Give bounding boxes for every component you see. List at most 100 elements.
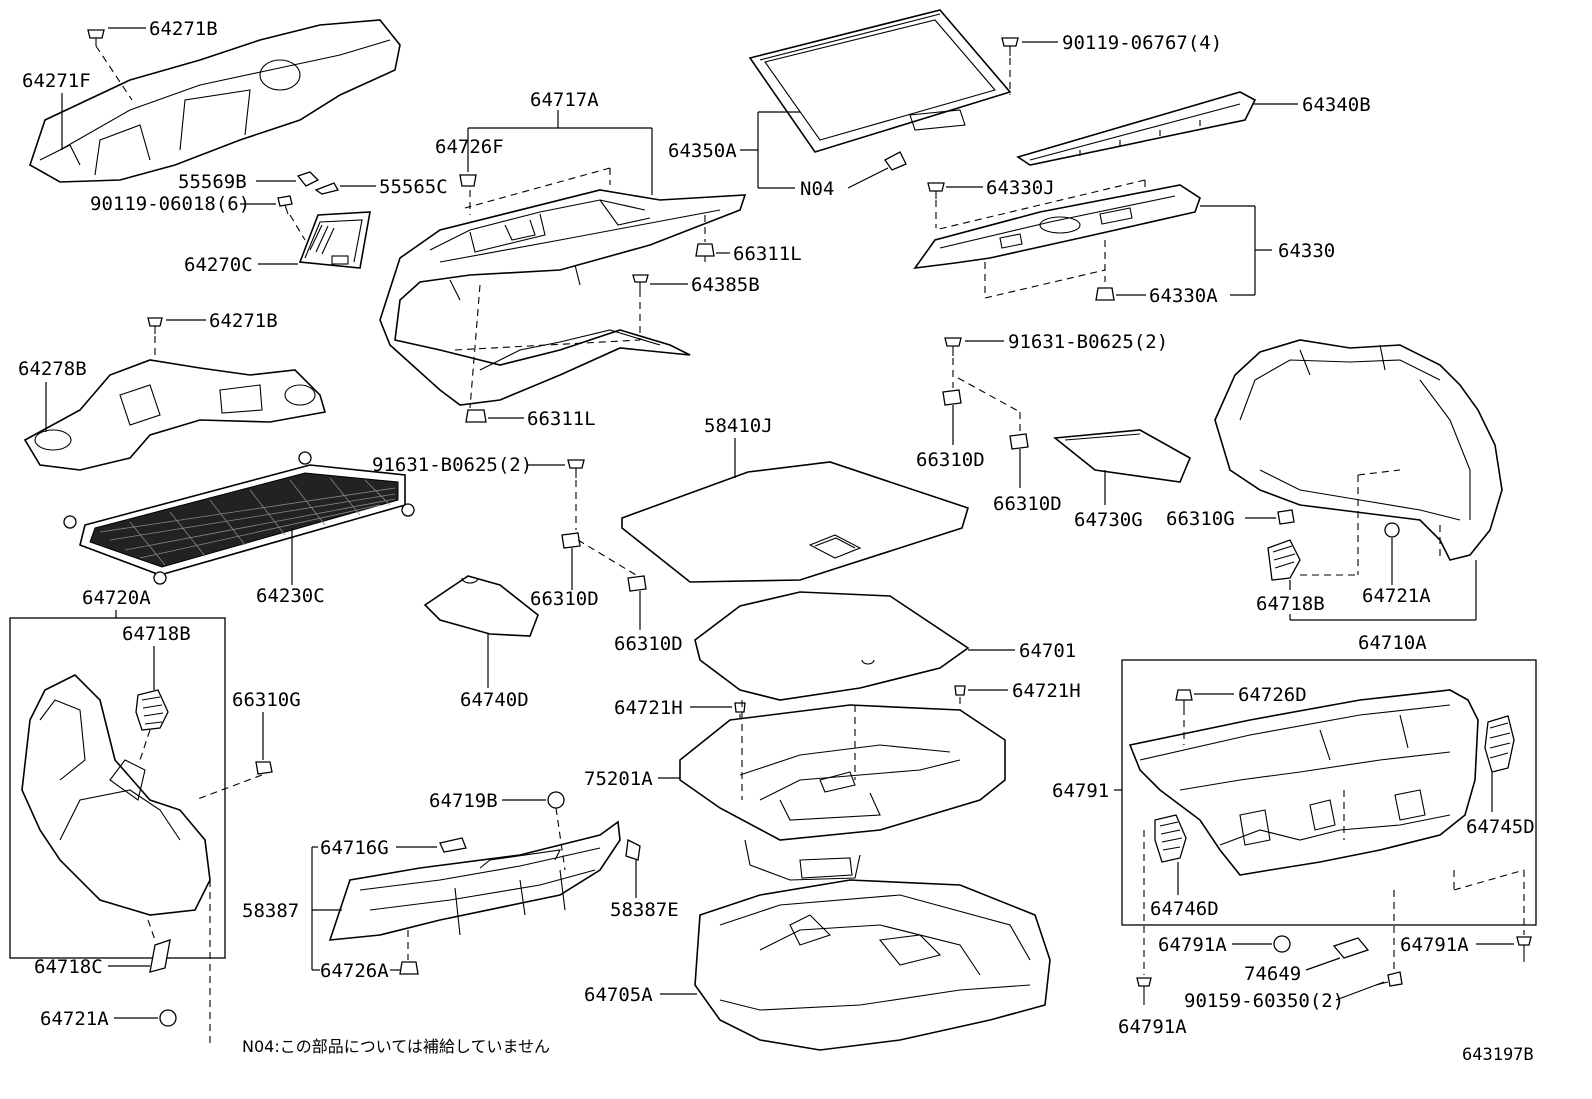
clip-64726F xyxy=(459,174,477,187)
clip-66311L-top xyxy=(695,243,715,262)
part-64717A-package-tray xyxy=(379,189,747,406)
label-91631-B0625: 91631-B0625(2) xyxy=(1008,331,1168,353)
part-64270C xyxy=(298,211,371,269)
part-64718B-right-vent xyxy=(1267,539,1301,581)
label-64791: 64791 xyxy=(1052,780,1109,802)
label-64718C: 64718C xyxy=(34,956,103,978)
clip-66310D-a xyxy=(561,532,581,549)
label-64718B: 64718B xyxy=(1256,593,1325,615)
clip-64721A-left xyxy=(159,1009,177,1027)
label-55569B: 55569B xyxy=(178,171,247,193)
label-64746D: 64746D xyxy=(1150,898,1219,920)
label-64271B: 64271B xyxy=(209,310,278,332)
label-64720A: 64720A xyxy=(82,587,151,609)
label-64270C: 64270C xyxy=(184,254,253,276)
diagram-id: 643197B xyxy=(1462,1045,1534,1065)
screw-90119-06018 xyxy=(277,195,293,215)
clip-58387E xyxy=(625,839,641,861)
clip-64721H-right xyxy=(954,685,966,696)
part-64718B-left-vent xyxy=(135,689,169,731)
clip-66310G-right xyxy=(1277,509,1295,525)
label-75201A: 75201A xyxy=(584,768,653,790)
screw-64791A-right xyxy=(1516,936,1532,962)
label-64718B: 64718B xyxy=(122,623,191,645)
part-64720A-side-trim xyxy=(21,674,211,916)
label-66310D: 66310D xyxy=(916,449,985,471)
part-N04 xyxy=(884,151,907,171)
label-90119-06767: 90119-06767(4) xyxy=(1062,32,1222,54)
label-64791A: 64791A xyxy=(1158,934,1227,956)
label-64740D: 64740D xyxy=(460,689,529,711)
clip-66310D-d xyxy=(1009,433,1029,450)
label-64340B: 64340B xyxy=(1302,94,1371,116)
part-58410J-deck-board xyxy=(621,461,969,583)
clip-64721A-right xyxy=(1384,522,1400,538)
part-55565C xyxy=(314,182,339,195)
clip-64791A-mid xyxy=(1273,935,1291,953)
screw-64791A-left xyxy=(1136,977,1152,1005)
label-58387E: 58387E xyxy=(610,899,679,921)
label-64710A: 64710A xyxy=(1358,632,1427,654)
clip-64271B-mid xyxy=(147,317,163,334)
label-66310G: 66310G xyxy=(232,689,301,711)
label-64716G: 64716G xyxy=(320,837,389,859)
clip-64721H-left xyxy=(734,702,746,713)
part-64740D-board xyxy=(423,575,539,637)
clip-64716G xyxy=(439,837,467,853)
label-64791A: 64791A xyxy=(1118,1016,1187,1038)
label-64278B: 64278B xyxy=(18,358,87,380)
clip-66310D-b xyxy=(627,575,647,592)
label-64726D: 64726D xyxy=(1238,684,1307,706)
part-64701-mat xyxy=(694,591,970,701)
label-64701: 64701 xyxy=(1019,640,1076,662)
part-64730G-board xyxy=(1052,429,1192,483)
part-55569B xyxy=(296,171,320,187)
part-64710A-side-trim xyxy=(1214,339,1503,561)
label-74649: 74649 xyxy=(1244,963,1301,985)
label-64385B: 64385B xyxy=(691,274,760,296)
part-64718C xyxy=(149,939,171,973)
bolt-91631-B0625-right xyxy=(944,337,962,356)
clip-66310G-left xyxy=(255,761,273,775)
label-64330A: 64330A xyxy=(1149,285,1218,307)
label-64791A: 64791A xyxy=(1400,934,1469,956)
part-64340B-panel xyxy=(1016,91,1257,166)
clip-66310D-c xyxy=(942,389,962,406)
clip-64271B-top xyxy=(87,29,105,46)
clip-64330A xyxy=(1095,287,1115,301)
label-64271F: 64271F xyxy=(22,70,91,92)
label-58410J: 58410J xyxy=(704,415,773,437)
label-64730G: 64730G xyxy=(1074,509,1143,531)
label-66310D: 66310D xyxy=(993,493,1062,515)
label-64721A: 64721A xyxy=(40,1008,109,1030)
label-64717A: 64717A xyxy=(530,89,599,111)
part-75201A-tray xyxy=(679,704,1006,881)
label-64721H: 64721H xyxy=(1012,680,1081,702)
label-64719B: 64719B xyxy=(429,790,498,812)
label-64745D: 64745D xyxy=(1466,816,1535,838)
part-64350A-frame xyxy=(748,9,1012,153)
clip-64330J xyxy=(927,182,945,199)
label-64705A: 64705A xyxy=(584,984,653,1006)
clip-64719B xyxy=(547,791,565,809)
footnote-n04: N04:この部品については補給していません xyxy=(242,1037,550,1056)
label-90119-06018: 90119-06018(6) xyxy=(90,193,250,215)
part-64330-trim xyxy=(913,184,1201,270)
clip-64726D xyxy=(1175,689,1193,708)
label-91631-B0625: 91631-B0625(2) xyxy=(372,454,532,476)
part-58387-sill-plate xyxy=(328,820,621,941)
clip-66311L-bottom xyxy=(465,409,487,423)
label-55565C: 55565C xyxy=(379,176,448,198)
clip-64385B xyxy=(632,274,649,290)
part-74649 xyxy=(1332,937,1370,959)
bolt-91631-B0625-left xyxy=(567,459,585,478)
group-box-64791 xyxy=(1121,659,1537,926)
label-64721A: 64721A xyxy=(1362,585,1431,607)
label-66310G: 66310G xyxy=(1166,508,1235,530)
label-64230C: 64230C xyxy=(256,585,325,607)
part-64746D xyxy=(1154,814,1187,863)
part-64278B-insulator xyxy=(23,359,327,471)
label-90159-60350: 90159-60350(2) xyxy=(1184,990,1344,1012)
